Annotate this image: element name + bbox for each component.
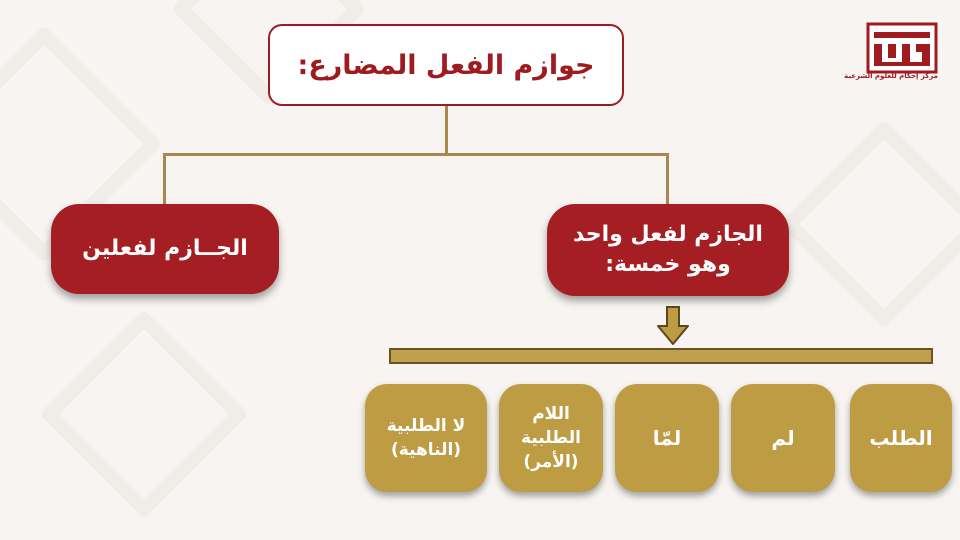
down-arrow-icon <box>657 306 689 345</box>
connector-title-stem <box>445 106 448 154</box>
logo-subtitle: مركز إحكام للعلوم الشرعية <box>844 72 938 80</box>
branch-two-verbs-label: الجــازم لفعلين <box>82 236 248 261</box>
ihkam-logo <box>866 22 938 74</box>
background-pattern <box>779 119 960 329</box>
item-lamma: لمّا <box>615 384 719 492</box>
item-talab: الطلب <box>850 384 952 492</box>
connector-horizontal <box>163 153 669 156</box>
item-label: لا الطلبية (الناهية) <box>386 416 466 460</box>
diagram-title: جوازم الفعل المضارع: <box>297 49 595 81</box>
diagram-title-box: جوازم الفعل المضارع: <box>268 24 624 106</box>
item-label: لمّا <box>652 426 682 450</box>
branch-two-verbs: الجــازم لفعلين <box>51 204 279 294</box>
item-label: اللام الطلبية (الأمر) <box>521 404 581 472</box>
item-lam-talabiya: اللام الطلبية (الأمر) <box>499 384 603 492</box>
background-pattern <box>39 309 249 519</box>
branch-one-verb: الجازم لفعل واحد وهو خمسة: <box>547 204 789 296</box>
item-lam: لم <box>731 384 835 492</box>
items-bracket-bar <box>389 348 933 364</box>
connector-right-drop <box>666 153 669 205</box>
branch-one-verb-label: الجازم لفعل واحد وهو خمسة: <box>573 222 763 277</box>
connector-left-drop <box>163 153 166 205</box>
item-label: الطلب <box>869 426 933 450</box>
item-la-nahiya: لا الطلبية (الناهية) <box>365 384 487 492</box>
item-label: لم <box>771 426 795 450</box>
